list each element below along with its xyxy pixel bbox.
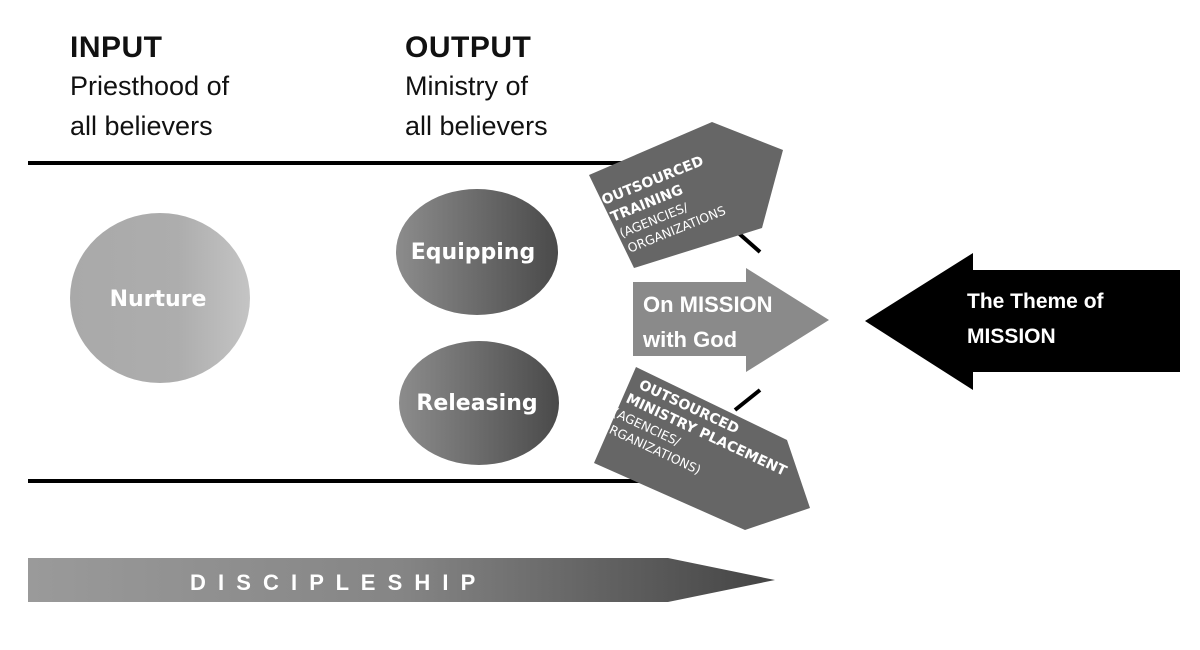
releasing-label: Releasing: [416, 391, 537, 416]
theme-line1: The Theme of: [967, 290, 1105, 313]
equipping-ellipse: [396, 189, 558, 315]
discipleship-arrow: D I S C I P L E S H I P: [28, 558, 775, 602]
nurture-ellipse: [70, 213, 250, 383]
theme-of-mission-arrow: The Theme of MISSION: [865, 253, 1180, 390]
discipleship-arrow-shape: [28, 558, 775, 602]
input-subtitle-line2: all believers: [70, 111, 213, 141]
outsourced-training-shape: [589, 122, 783, 268]
nurture-label: Nurture: [110, 287, 207, 312]
theme-arrow-shape: [865, 253, 1180, 390]
nurture-node: Nurture: [70, 213, 250, 383]
releasing-node: Releasing: [399, 341, 559, 465]
outsourced-placement-shape: [594, 367, 810, 530]
equipping-node: Equipping: [396, 189, 558, 315]
input-subtitle-line1: Priesthood of: [70, 71, 230, 101]
output-subtitle-line2: all believers: [405, 111, 548, 141]
output-header: OUTPUT Ministry of all believers: [405, 30, 548, 146]
theme-line2: MISSION: [967, 325, 1056, 348]
placement-connector-line: [733, 388, 762, 412]
equipping-label: Equipping: [411, 240, 535, 265]
output-subtitle-line1: Ministry of: [405, 71, 529, 101]
on-mission-arrow: On MISSION with God: [633, 268, 829, 372]
releasing-ellipse: [399, 341, 559, 465]
outsourced-training-arrow: OUTSOURCED TRAINING (AGENCIES/ ORGANIZAT…: [589, 122, 783, 268]
outsourced-placement-arrow: OUTSOURCED MINISTRY PLACEMENT (AGENCIES/…: [594, 367, 810, 530]
on-mission-arrow-shape: [633, 268, 829, 372]
output-title: OUTPUT: [405, 31, 532, 64]
discipleship-label: D I S C I P L E S H I P: [190, 570, 478, 595]
input-header: INPUT Priesthood of all believers: [70, 30, 229, 146]
on-mission-line2: with God: [642, 327, 737, 352]
input-title: INPUT: [70, 31, 163, 64]
on-mission-line1: On MISSION: [643, 292, 773, 317]
